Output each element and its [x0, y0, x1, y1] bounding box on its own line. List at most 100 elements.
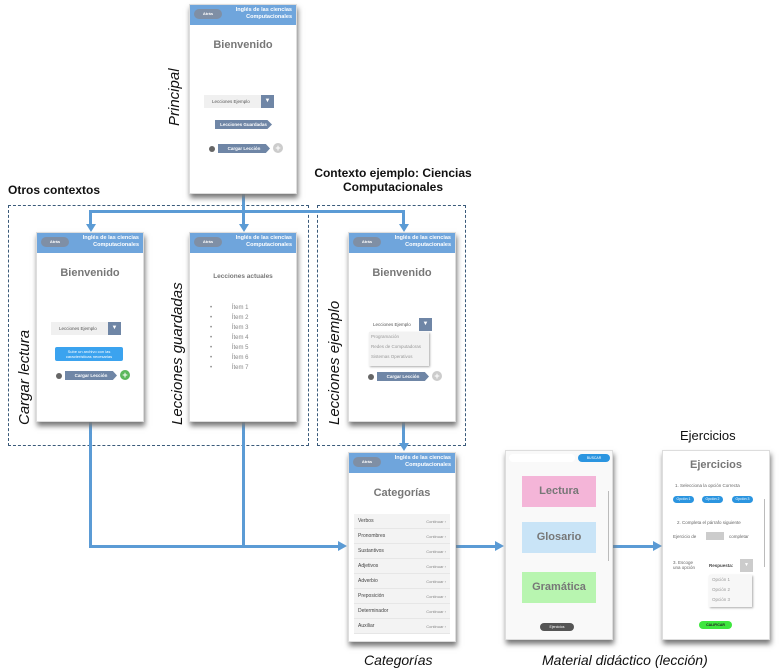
answer-dropdown[interactable]: Respuesta:	[709, 563, 734, 568]
item-label: Ítem 6	[231, 355, 249, 361]
load-lesson-button[interactable]: Cargar Lección	[218, 144, 270, 153]
connector	[612, 545, 654, 548]
connector	[242, 194, 245, 224]
gramatica-block[interactable]: Gramática	[522, 572, 596, 603]
lessons-example-dropdown[interactable]: Lecciones Ejemplo▼	[369, 318, 432, 331]
continue-link[interactable]: Continuar ›	[426, 564, 446, 569]
categorias-caption: Categorías	[364, 652, 433, 668]
back-button[interactable]: Atrás	[353, 457, 381, 467]
category-row[interactable]: Adjetivos Continuar ›	[354, 559, 450, 574]
app-title: Inglés de las ciencias Computacionales	[394, 235, 451, 248]
back-button[interactable]: Atrás	[194, 237, 222, 247]
app-header: Atrás Inglés de las ciencias Computaciona…	[37, 233, 143, 253]
continue-link[interactable]: Continuar ›	[426, 549, 446, 554]
category-label: Adjetivos	[358, 563, 379, 569]
dropdown-option[interactable]: Programación	[371, 334, 400, 339]
arrow-head	[86, 224, 96, 232]
dropdown-option[interactable]: Opción 3	[712, 597, 731, 602]
option-button[interactable]: Opción 2	[702, 496, 723, 503]
continue-link[interactable]: Continuar ›	[426, 519, 446, 524]
lecciones-ejemplo-label: Lecciones ejemplo	[326, 300, 343, 425]
lessons-example-dropdown[interactable]: Lecciones Ejemplo▼	[204, 95, 274, 108]
scrollbar[interactable]	[764, 499, 765, 567]
lectura-block[interactable]: Lectura	[522, 476, 596, 507]
exercises-title: Ejercicios	[690, 459, 742, 471]
load-lesson-button[interactable]: Cargar Lección	[377, 372, 429, 381]
continue-link[interactable]: Continuar ›	[426, 534, 446, 539]
chevron-down-icon: ▼	[108, 322, 121, 335]
otros-contextos-label: Otros contextos	[8, 183, 101, 197]
item-label: Ítem 2	[231, 315, 249, 321]
upload-tooltip: Sube un archivo con las características …	[55, 347, 123, 361]
list-item[interactable]: • Ítem 5	[210, 345, 249, 351]
list-item[interactable]: • Ítem 4	[210, 335, 249, 341]
app-title: Inglés de las ciencias Computacionales	[394, 455, 451, 468]
exercises-button[interactable]: Ejercicios	[540, 623, 574, 631]
list-item[interactable]: • Ítem 3	[210, 325, 249, 331]
connector	[402, 210, 405, 224]
lessons-example-dropdown[interactable]: Lecciones Ejemplo▼	[51, 322, 121, 335]
connector	[242, 422, 245, 548]
scrollbar[interactable]	[608, 491, 609, 561]
search-input[interactable]	[509, 454, 575, 462]
dropdown-label: Lecciones Ejemplo	[373, 322, 411, 327]
continue-link[interactable]: Continuar ›	[426, 624, 446, 629]
option-button[interactable]: Opción 3	[732, 496, 753, 503]
plus-icon[interactable]: +	[273, 143, 283, 153]
dropdown-option[interactable]: Sistemas Operativos	[371, 354, 413, 359]
search-button[interactable]: BUSCAR	[578, 454, 610, 462]
continue-link[interactable]: Continuar ›	[426, 579, 446, 584]
dropdown-option[interactable]: Opción 2	[712, 587, 731, 592]
app-title: Inglés de las ciencias Computacionales	[235, 7, 292, 20]
category-row[interactable]: Preposición Continuar ›	[354, 589, 450, 604]
option-button[interactable]: Opción 1	[673, 496, 694, 503]
question-2: 2. Completa el párrafo siguiente	[677, 520, 741, 525]
group-contexto-ejemplo	[317, 205, 466, 446]
arrow-head	[653, 541, 662, 551]
category-row[interactable]: Adverbio Continuar ›	[354, 574, 450, 589]
dropdown-option[interactable]: Redes de Computadoras	[371, 344, 422, 349]
connector	[89, 210, 92, 224]
continue-link[interactable]: Continuar ›	[426, 594, 446, 599]
ejercicios-label: Ejercicios	[680, 428, 736, 443]
plus-icon[interactable]: +	[120, 370, 130, 380]
connector	[89, 210, 405, 213]
screen-cargar-lectura: Atrás Inglés de las ciencias Computaciona…	[36, 232, 144, 422]
saved-lessons-button[interactable]: Lecciones Guardadas	[215, 120, 272, 129]
list-item[interactable]: • Ítem 2	[210, 315, 249, 321]
load-lesson-button[interactable]: Cargar Lección	[65, 371, 117, 380]
screen-material-didactico: BUSCAR Lectura Glosario Gramática Ejerci…	[505, 450, 613, 640]
list-item[interactable]: • Ítem 6	[210, 355, 249, 361]
glosario-block[interactable]: Glosario	[522, 522, 596, 553]
category-label: Preposición	[358, 593, 385, 599]
category-label: Adverbio	[358, 578, 378, 584]
back-button[interactable]: Atrás	[194, 9, 222, 19]
chevron-down-icon[interactable]: ▼	[740, 559, 753, 572]
arrow-head	[399, 443, 409, 451]
connector	[402, 422, 405, 444]
grade-button[interactable]: CALIFICAR	[699, 621, 732, 629]
back-button[interactable]: Atrás	[41, 237, 69, 247]
app-title: Inglés de las ciencias Computacionales	[82, 235, 139, 248]
group-otros-contextos	[8, 205, 309, 446]
back-button[interactable]: Atrás	[353, 237, 381, 247]
app-header: Atrás Inglés de las ciencias Computaciona…	[349, 453, 455, 473]
screen-categorias: Atrás Inglés de las ciencias Computaciona…	[348, 452, 456, 642]
continue-link[interactable]: Continuar ›	[426, 609, 446, 614]
plus-icon[interactable]: +	[432, 371, 442, 381]
fill-blank-input[interactable]	[706, 532, 724, 540]
list-item[interactable]: • Ítem 1	[210, 305, 249, 311]
list-item[interactable]: • Ítem 7	[210, 365, 249, 371]
item-label: Ítem 4	[231, 335, 249, 341]
cargar-lectura-label: Cargar lectura	[16, 329, 33, 425]
dropdown-option[interactable]: Opción 1	[712, 577, 731, 582]
connector	[89, 545, 339, 548]
info-icon	[209, 146, 215, 152]
